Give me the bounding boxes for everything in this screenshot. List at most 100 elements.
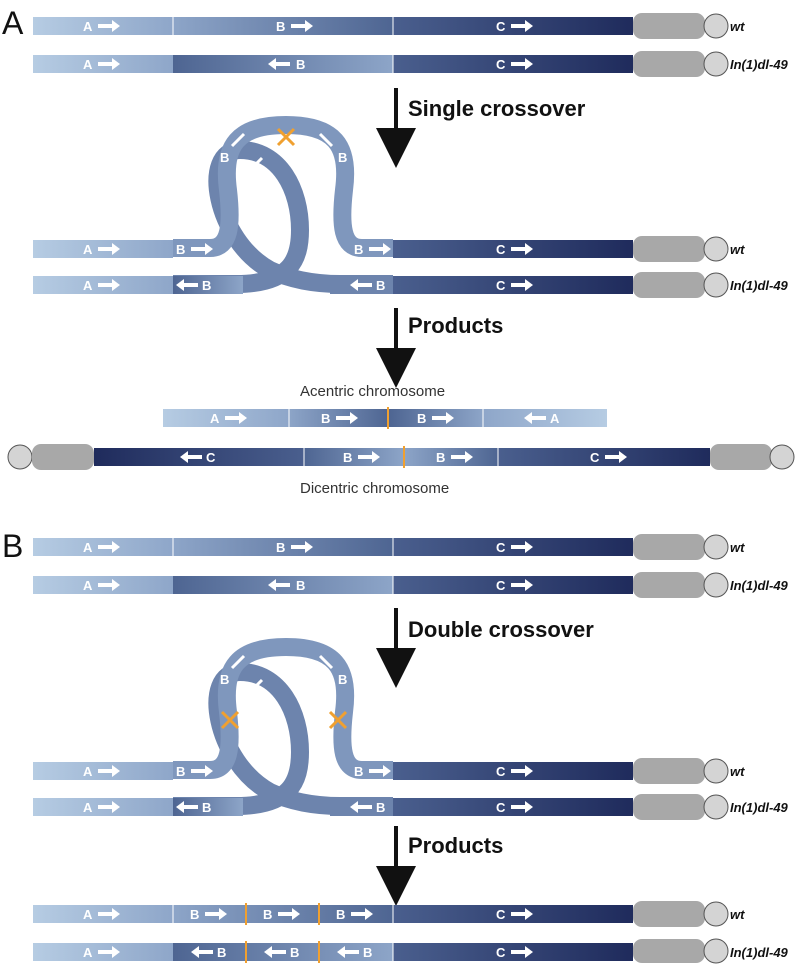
left-arrow-icon: [191, 946, 213, 958]
dicentric-caption: Dicentric chromosome: [300, 480, 449, 497]
right-arrow-icon: [511, 908, 533, 920]
left-arrow-icon: [268, 58, 290, 70]
segment-b-label: B: [176, 242, 185, 257]
segment-b-label: B: [354, 764, 363, 779]
segment-c-label: C: [496, 907, 506, 922]
segment-a-label: A: [550, 411, 560, 426]
left-arrow-icon: [350, 801, 372, 813]
centromere: [633, 13, 705, 39]
segment-b-label: B: [202, 278, 211, 293]
right-arrow-icon: [291, 541, 313, 553]
centromere: [633, 794, 705, 820]
step-products: Products: [408, 833, 503, 858]
telomere: [703, 758, 729, 784]
centromere: [633, 272, 705, 298]
telomere: [703, 13, 729, 39]
diagonal-arrow-icon: [248, 156, 264, 172]
centromere: [633, 901, 705, 927]
acentric-chromosome: A B B A: [163, 407, 607, 429]
centromere: [633, 572, 705, 598]
chromosome-inversion-b: A B C In(1)dl-49: [33, 572, 789, 598]
diagonal-arrow-icon: [230, 654, 246, 670]
segment-a-label: A: [83, 540, 93, 555]
telomere: [769, 444, 795, 470]
right-arrow-icon: [605, 451, 627, 463]
strain-inversion-label: In(1)dl-49: [730, 278, 789, 293]
segment-b-label: B: [296, 578, 305, 593]
left-arrow-icon: [180, 451, 202, 463]
right-arrow-icon: [98, 908, 120, 920]
segment-a-label: A: [83, 19, 93, 34]
segment-c-label: C: [496, 945, 506, 960]
right-arrow-icon: [98, 243, 120, 255]
segment-b-label: B: [238, 174, 247, 189]
segment-a-label: A: [83, 242, 93, 257]
chromosome-wt-b: A B C wt: [33, 534, 745, 560]
telomere: [7, 444, 33, 470]
telomere: [703, 794, 729, 820]
segment-b-label: B: [343, 450, 352, 465]
diagonal-arrow-icon: [248, 678, 264, 694]
segment-b-label: B: [316, 696, 325, 711]
strain-inversion-label: In(1)dl-49: [730, 945, 789, 960]
right-arrow-icon: [351, 908, 373, 920]
chromosome-inversion-a: A B C In(1)dl-49: [33, 51, 789, 77]
panel-b-label: B: [2, 528, 23, 564]
left-arrow-icon: [176, 801, 198, 813]
segment-b-label: B: [176, 764, 185, 779]
strain-inversion-label: In(1)dl-49: [730, 578, 789, 593]
segment-b-label: B: [376, 800, 385, 815]
right-arrow-icon: [451, 451, 473, 463]
left-arrow-icon: [350, 279, 372, 291]
right-arrow-icon: [511, 20, 533, 32]
left-arrow-icon: [337, 946, 359, 958]
right-arrow-icon: [369, 243, 391, 255]
right-arrow-icon: [98, 279, 120, 291]
segment-c-label: C: [496, 19, 506, 34]
segment-a-label: A: [83, 578, 93, 593]
right-arrow-icon: [336, 412, 358, 424]
right-arrow-icon: [98, 765, 120, 777]
segment-b-label: B: [276, 540, 285, 555]
panel-a-label: A: [2, 5, 24, 41]
segment-b-label: B: [338, 672, 347, 687]
centromere: [633, 236, 705, 262]
centromere: [633, 939, 705, 963]
diagonal-arrow-icon: [318, 654, 334, 670]
step-double-crossover: Double crossover: [408, 617, 594, 642]
segment-b-label: B: [276, 19, 285, 34]
right-arrow-icon: [98, 58, 120, 70]
telomere: [703, 572, 729, 598]
right-arrow-icon: [511, 579, 533, 591]
strain-wt-label: wt: [730, 540, 745, 555]
right-arrow-icon: [511, 946, 533, 958]
diagonal-arrow-icon: [302, 678, 318, 694]
diagonal-arrow-icon: [318, 132, 334, 148]
segment-b-label: B: [190, 907, 199, 922]
step-products: Products: [408, 313, 503, 338]
telomere: [703, 51, 729, 77]
segment-b-label: B: [321, 411, 330, 426]
right-arrow-icon: [98, 20, 120, 32]
right-arrow-icon: [191, 243, 213, 255]
segment-c-label: C: [590, 450, 600, 465]
segment-b-label: B: [220, 150, 229, 165]
right-arrow-icon: [432, 412, 454, 424]
right-arrow-icon: [511, 765, 533, 777]
segment-b-label: B: [417, 411, 426, 426]
segment-b-label: B: [296, 57, 305, 72]
right-arrow-icon: [278, 908, 300, 920]
telomere: [703, 236, 729, 262]
segment-a-label: A: [83, 57, 93, 72]
segment-c-label: C: [206, 450, 216, 465]
right-arrow-icon: [511, 541, 533, 553]
segment-c-label: C: [496, 578, 506, 593]
segment-c-label: C: [496, 764, 506, 779]
segment-b-label: B: [316, 174, 325, 189]
right-arrow-icon: [511, 801, 533, 813]
segment-b-label: B: [338, 150, 347, 165]
right-arrow-icon: [98, 946, 120, 958]
segment-b-label: B: [436, 450, 445, 465]
segment-b-label: B: [290, 945, 299, 960]
